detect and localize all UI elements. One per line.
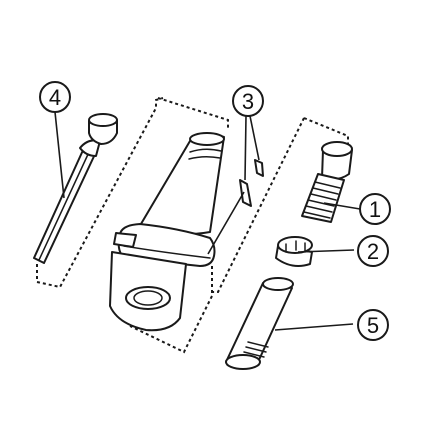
callout-4: 4 [39,81,71,113]
callout-1: 1 [359,193,391,225]
leader-5 [274,323,354,331]
holder-bracket-right [129,266,213,354]
leader-3b [249,115,260,161]
callout-5-label: 5 [367,313,379,338]
callout-5: 5 [357,309,389,341]
callout-1-label: 1 [369,197,381,222]
leader-2 [297,249,355,253]
right-group-bracket-left [212,117,305,293]
callout-4-label: 4 [49,85,61,110]
holder-bracket-top [157,97,229,130]
part-4-bracket [36,97,164,289]
callout-2: 2 [357,235,389,267]
right-group-bracket [303,117,349,144]
leader-1 [323,202,361,210]
part-3-pins [239,159,264,207]
part-4-pull-rod [33,113,118,264]
leader-3c [207,191,245,255]
part-2-nut [275,236,313,267]
part-1-screw [301,141,353,223]
callout-3: 3 [232,85,264,117]
leader-4 [54,111,65,199]
part-5-sleeve [225,277,294,370]
tool-holder-body [109,132,225,332]
callout-3-label: 3 [242,89,254,114]
callout-2-label: 2 [367,239,379,264]
leader-3a [244,115,247,181]
